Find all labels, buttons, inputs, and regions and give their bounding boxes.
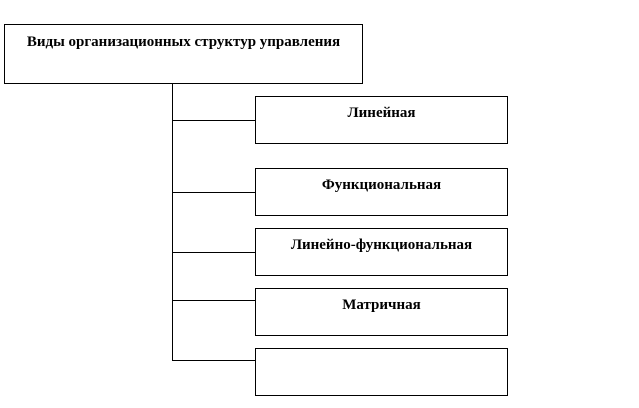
- child-box-linear-functional: Линейно-функциональная: [255, 228, 508, 276]
- child-box-empty: [255, 348, 508, 396]
- connector-trunk: [172, 84, 173, 360]
- root-box-structure-types: Виды организационных структур управления: [4, 24, 363, 84]
- child-box-linear: Линейная: [255, 96, 508, 144]
- connector-branch-matrix: [172, 300, 255, 301]
- connector-branch-functional: [172, 192, 255, 193]
- connector-branch-linear-functional: [172, 252, 255, 253]
- child-box-functional: Функциональная: [255, 168, 508, 216]
- child-box-matrix: Матричная: [255, 288, 508, 336]
- connector-branch-empty: [172, 360, 255, 361]
- connector-branch-linear: [172, 120, 255, 121]
